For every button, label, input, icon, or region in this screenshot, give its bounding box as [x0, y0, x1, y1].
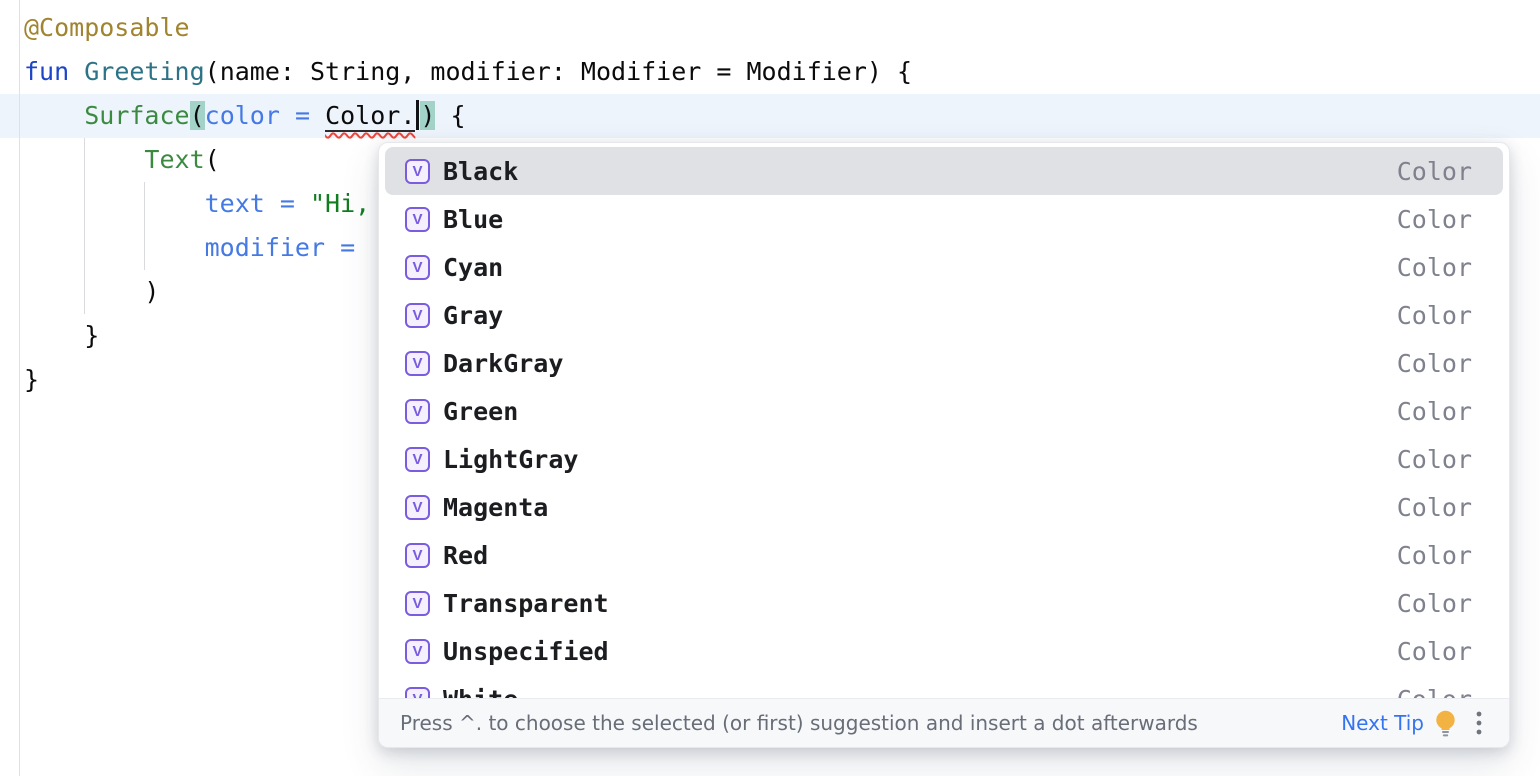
- completion-item-cyan[interactable]: V Cyan Color: [385, 243, 1503, 291]
- code-token-fndecl: Greeting: [84, 57, 205, 86]
- code-line[interactable]: @Composable: [0, 6, 1540, 50]
- completion-item-darkgray[interactable]: V DarkGray Color: [385, 339, 1503, 387]
- code-token: (name: String, modifier: Modifier = Modi…: [204, 57, 913, 86]
- completion-item-type: Color: [1396, 444, 1472, 474]
- completion-item-type: Color: [1396, 252, 1472, 282]
- code-token-brace: (: [189, 101, 205, 130]
- completion-item-unspecified[interactable]: V Unspecified Color: [385, 627, 1503, 675]
- completion-item-label: Blue: [443, 204, 504, 234]
- completion-item-green[interactable]: V Green Color: [385, 387, 1503, 435]
- value-icon: V: [405, 686, 430, 698]
- code-token-string: "Hi,: [309, 189, 371, 218]
- value-icon: V: [405, 302, 430, 328]
- completion-item-label: Transparent: [443, 588, 609, 618]
- completion-item-type: Color: [1397, 685, 1472, 699]
- completion-item-type: Color: [1396, 348, 1472, 378]
- completion-item-label: Green: [443, 396, 519, 426]
- code-token: ): [24, 277, 160, 306]
- completion-item-red[interactable]: V Red Color: [385, 531, 1503, 579]
- completion-item-magenta[interactable]: V Magenta Color: [385, 483, 1503, 531]
- code-token-namedarg: modifier =: [204, 233, 371, 262]
- code-token: (: [204, 145, 220, 174]
- completion-item-white[interactable]: V White Color: [385, 675, 1503, 698]
- text-caret: [416, 100, 420, 130]
- code-line[interactable]: modifier =: [0, 226, 1540, 270]
- value-icon: V: [405, 542, 430, 568]
- completion-item-type: Color: [1396, 540, 1472, 570]
- code-token: [24, 233, 205, 262]
- code-line[interactable]: }: [0, 358, 1540, 402]
- code-area[interactable]: @Composable fun Greeting(name: String, mo…: [0, 0, 1540, 402]
- indent-guide-level-2: [144, 182, 145, 270]
- code-token-brace: ): [420, 101, 436, 130]
- value-icon: V: [405, 350, 430, 376]
- completion-item-gray[interactable]: V Gray Color: [385, 291, 1503, 339]
- completion-item-type: Color: [1396, 588, 1472, 618]
- value-icon: V: [405, 206, 430, 232]
- code-token-annotation: @Composable: [24, 13, 190, 42]
- value-icon: V: [405, 398, 430, 424]
- completion-item-label: Unspecified: [443, 636, 609, 666]
- completion-item-type: Color: [1396, 300, 1472, 330]
- value-icon: V: [405, 254, 430, 280]
- completion-item-label: DarkGray: [443, 348, 564, 378]
- code-line[interactable]: text = "Hi,: [0, 182, 1540, 226]
- code-token: [24, 101, 84, 130]
- completion-item-label: LightGray: [443, 444, 579, 474]
- code-token: }: [24, 365, 40, 394]
- completion-item-label: Gray: [443, 300, 504, 330]
- completion-item-label: White: [443, 685, 1384, 699]
- next-tip-link[interactable]: Next Tip: [1341, 711, 1424, 735]
- indent-guide-level-1: [84, 138, 85, 314]
- code-token-errorref: Color.: [325, 101, 416, 132]
- value-icon: V: [405, 158, 430, 184]
- code-line[interactable]: Text(: [0, 138, 1540, 182]
- gutter-separator-line: [19, 0, 20, 776]
- code-line-caret-row[interactable]: Surface(color = Color.) {: [0, 94, 1540, 138]
- completion-item-blue[interactable]: V Blue Color: [385, 195, 1503, 243]
- lightbulb-icon: [1434, 709, 1457, 737]
- completion-item-label: Red: [443, 540, 489, 570]
- value-icon: V: [405, 494, 430, 520]
- completion-item-type: Color: [1396, 204, 1472, 234]
- code-token-namedarg: color =: [204, 101, 326, 130]
- value-icon: V: [405, 446, 430, 472]
- code-token-composable: Surface: [84, 101, 190, 130]
- completion-item-type: Color: [1396, 396, 1472, 426]
- completion-item-type: Color: [1396, 492, 1472, 522]
- completion-item-type: Color: [1396, 156, 1472, 186]
- completion-item-label: Magenta: [443, 492, 549, 522]
- completion-item-black[interactable]: V Black Color: [385, 147, 1503, 195]
- completion-item-type: Color: [1396, 636, 1472, 666]
- code-token: {: [435, 101, 466, 130]
- value-icon: V: [405, 638, 430, 664]
- code-line[interactable]: }: [0, 314, 1540, 358]
- completion-hint-bar: Press ^. to choose the selected (or firs…: [379, 698, 1509, 747]
- completion-item-label: Cyan: [443, 252, 504, 282]
- completion-item-label: Black: [443, 156, 519, 186]
- more-options-icon[interactable]: [1475, 707, 1483, 739]
- code-token-composable: Text: [144, 145, 205, 174]
- code-token: [24, 189, 205, 218]
- code-line[interactable]: ): [0, 270, 1540, 314]
- code-token-keyword: fun: [24, 57, 70, 86]
- code-token: [69, 57, 84, 86]
- code-token: }: [24, 321, 100, 350]
- hint-text: Press ^. to choose the selected (or firs…: [400, 711, 1198, 735]
- completion-item-lightgray[interactable]: V LightGray Color: [385, 435, 1503, 483]
- completion-item-transparent[interactable]: V Transparent Color: [385, 579, 1503, 627]
- code-line[interactable]: fun Greeting(name: String, modifier: Mod…: [0, 50, 1540, 94]
- code-token-namedarg: text =: [204, 189, 310, 218]
- value-icon: V: [405, 590, 430, 616]
